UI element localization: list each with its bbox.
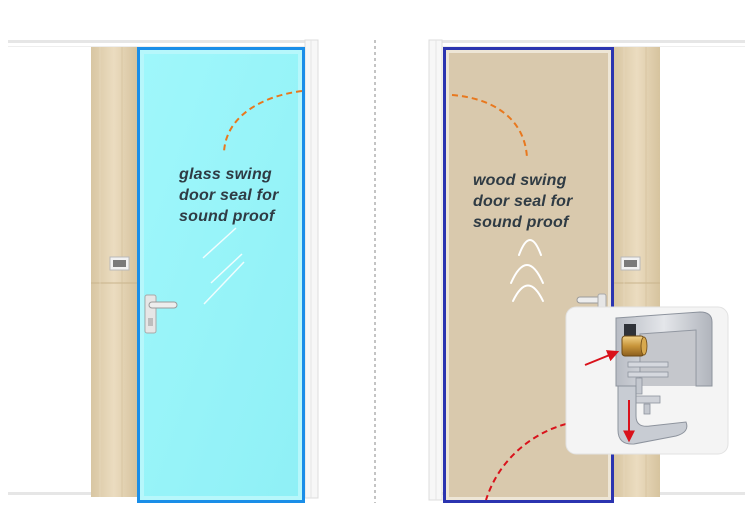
ceiling-line — [8, 40, 313, 43]
label-line: door seal for — [179, 187, 279, 204]
door-handle-icon — [144, 294, 178, 334]
wood-door-label: wood swing door seal for sound proof — [473, 170, 573, 233]
ceiling-line — [8, 46, 313, 47]
ceiling-line — [432, 46, 745, 47]
door-swing-arc — [223, 90, 303, 153]
seal-callout — [565, 306, 729, 455]
wood-wall-panel — [91, 47, 137, 497]
ceiling-line — [432, 40, 745, 43]
seal-pointer-line — [485, 423, 567, 501]
light-switch-icon — [109, 256, 130, 271]
label-line: glass swing — [179, 166, 272, 183]
label-line: sound proof — [179, 208, 275, 225]
glass-door-panel — [144, 54, 298, 496]
label-line: sound proof — [473, 214, 569, 231]
glass-door-scene — [8, 39, 319, 503]
glass-door-label: glass swing door seal for sound proof — [179, 164, 279, 227]
arrow-icon — [584, 350, 620, 366]
door-swing-arc — [451, 94, 528, 159]
sound-wave-icon — [510, 239, 544, 302]
light-switch-icon — [620, 256, 641, 271]
label-line: wood swing — [473, 172, 567, 189]
label-line: door seal for — [473, 193, 573, 210]
glass-glare — [202, 227, 245, 305]
seal-profile-icon — [615, 311, 713, 445]
